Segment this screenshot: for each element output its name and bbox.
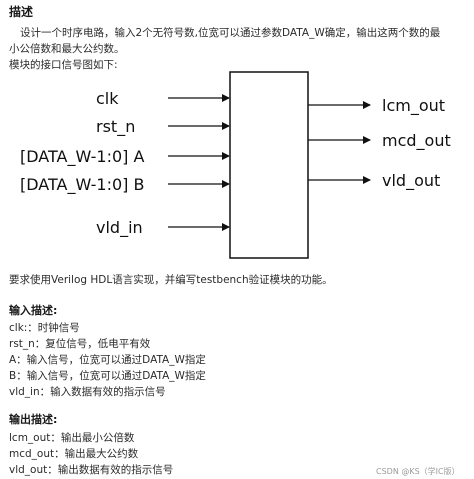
- input-item-b: B：输入信号，位宽可以通过DATA_W指定: [9, 370, 206, 382]
- interface-diagram: clk rst_n [DATA_W-1:0] A [DATA_W-1:0] B …: [20, 71, 451, 259]
- output-item-mcd-out: mcd_out：输出最大公约数: [9, 448, 139, 460]
- input-item-rst-n: rst_n：复位信号，低电平有效: [9, 338, 151, 350]
- output-item-vld-out: vld_out：输出数据有效的指示信号: [9, 464, 174, 476]
- input-item-vld-in: vld_in：输入数据有效的指示信号: [9, 386, 166, 398]
- input-item-clk: clk:：时钟信号: [9, 322, 80, 334]
- input-label-rst-n: rst_n: [96, 117, 135, 137]
- input-item-a: A：输入信号，位宽可以通过DATA_W指定: [9, 354, 206, 366]
- input-section-heading: 输入描述:: [9, 304, 58, 317]
- requirement-text: 要求使用Verilog HDL语言实现，并编写testbench验证模块的功能。: [9, 274, 333, 286]
- input-label-b: [DATA_W-1:0] B: [20, 175, 144, 195]
- page-title: 描述: [9, 5, 34, 19]
- intro-line-1: 设计一个时序电路，输入2个无符号数,位宽可以通过参数DATA_W确定，输出这两个…: [20, 27, 441, 39]
- watermark: CSDN @KS（学IC版）: [376, 467, 460, 476]
- input-label-vld-in: vld_in: [96, 218, 143, 238]
- module-box: [229, 71, 309, 259]
- intro-line-2: 小公倍数和最大公约数。: [9, 43, 125, 55]
- input-label-a: [DATA_W-1:0] A: [20, 147, 144, 167]
- output-item-lcm-out: lcm_out：输出最小公倍数: [9, 432, 135, 444]
- output-label-vld-out: vld_out: [382, 171, 440, 191]
- input-label-clk: clk: [96, 89, 119, 108]
- output-section-heading: 输出描述:: [9, 413, 58, 426]
- output-label-mcd-out: mcd_out: [382, 131, 451, 151]
- output-label-lcm-out: lcm_out: [382, 96, 445, 116]
- intro-line-3: 模块的接口信号图如下:: [9, 59, 118, 71]
